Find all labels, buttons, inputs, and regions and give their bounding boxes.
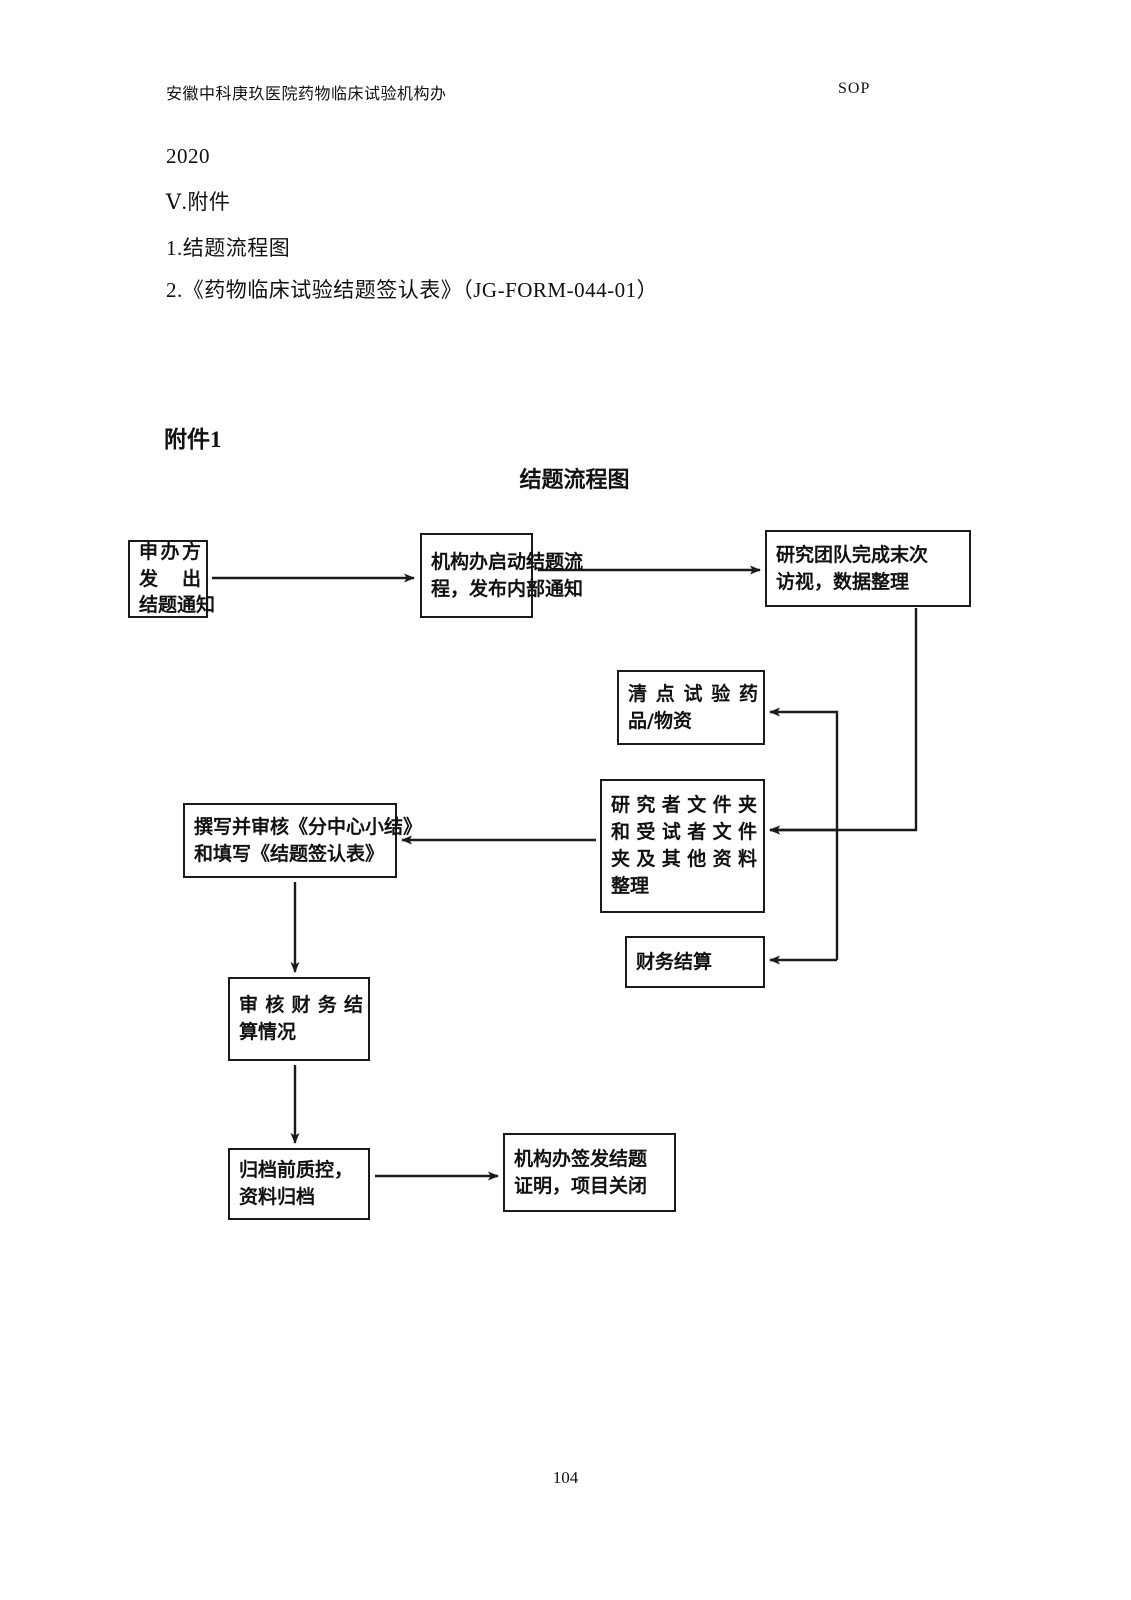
flow-node-write-summary[interactable]: 撰写并审核《分中心小结》 和填写《结题签认表》 — [183, 803, 423, 878]
flow-node-line: 资料归档 — [239, 1186, 316, 1208]
flow-node-line: 算情况 — [239, 1021, 297, 1043]
flow-node-count-drugs[interactable]: 清点试验药 品/物资 — [617, 670, 765, 745]
edge-bus-n4 — [769, 707, 839, 960]
page-number: 104 — [552, 1468, 579, 1487]
figure-title: 结题流程图 — [0, 462, 1131, 494]
flow-node-line: 机构办启动结题流 — [431, 550, 584, 573]
flow-node-line: 访视，数据整理 — [776, 570, 910, 593]
flow-node-line: 和受试者文件 — [611, 821, 757, 844]
flow-node-line: 夹及其他资料 — [611, 848, 757, 870]
flow-node-line: 结题通知 — [139, 594, 216, 617]
flow-node-line: 归档前质控， — [239, 1159, 354, 1182]
flow-node-line: 机构办签发结题 — [514, 1147, 648, 1170]
flow-node-line: 和填写《结题签认表》 — [194, 842, 385, 865]
appendix-item-2: 2.《药物临床试验结题签认表》（JG-FORM-044-01） — [166, 278, 659, 302]
flow-node-file-organization[interactable]: 研究者文件夹 和受试者文件 夹及其他资料 整理 — [600, 779, 765, 913]
flow-node-review-settlement[interactable]: 审核财务结 算情况 — [228, 977, 370, 1061]
header-left-text: 安徽中科庚玖医院药物临床试验机构办 — [166, 86, 447, 103]
appendix-item-1: 1.结题流程图 — [166, 236, 291, 260]
flow-node-sponsor-notice[interactable]: 申办方发出 结题通知 — [128, 540, 216, 618]
flow-node-line: 申办方发出 — [139, 540, 201, 590]
flow-node-financial-settlement[interactable]: 财务结算 — [625, 936, 765, 988]
year-text: 2020 — [166, 144, 210, 168]
flow-node-line: 撰写并审核《分中心小结》 — [194, 815, 423, 838]
flow-node-line: 整理 — [611, 874, 650, 897]
flow-node-line: 品/物资 — [628, 709, 692, 732]
flow-node-line: 审核财务结 — [239, 994, 363, 1017]
flow-node-office-start-process[interactable]: 机构办启动结题流 程，发布内部通知 — [420, 533, 584, 618]
flow-node-line: 财务结算 — [636, 950, 713, 973]
flow-node-line: 程，发布内部通知 — [431, 577, 584, 600]
flow-node-archive-qc[interactable]: 归档前质控， 资料归档 — [228, 1148, 370, 1220]
edge-n3-n5 — [769, 608, 918, 835]
flow-node-team-last-visit[interactable]: 研究团队完成末次 访视，数据整理 — [765, 530, 971, 607]
section-heading: Ⅴ.附件 — [166, 190, 231, 214]
flow-node-issue-certificate[interactable]: 机构办签发结题 证明，项目关闭 — [503, 1133, 676, 1212]
flow-node-line: 清点试验药 — [628, 682, 758, 705]
flow-node-line: 证明，项目关闭 — [514, 1174, 648, 1197]
attachment-label: 附件1 — [164, 427, 222, 452]
flow-node-line: 研究团队完成末次 — [776, 543, 929, 566]
flow-node-line: 研究者文件夹 — [611, 794, 757, 817]
header-right-text: SOP — [838, 80, 871, 97]
figure-title-text: 结题流程图 — [519, 468, 630, 493]
